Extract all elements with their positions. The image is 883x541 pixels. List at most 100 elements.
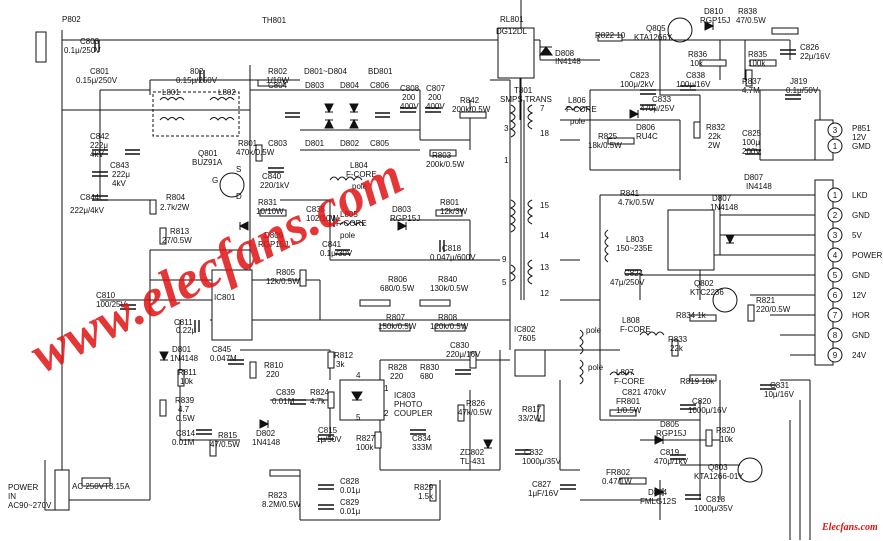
label-zd802: ZD802: [460, 448, 485, 457]
label-d807v: IN4148: [746, 182, 772, 191]
label-l802v: 0.15μ/250V: [176, 76, 218, 85]
label-d806v: RU4C: [636, 132, 658, 141]
label-c841v: 0.1μ/30V: [320, 249, 353, 258]
label-r811: R811: [178, 368, 197, 377]
connector-label-6: HOR: [852, 311, 870, 320]
label-c808a: 200: [402, 93, 416, 102]
label-r815v: 47/0.5W: [210, 440, 240, 449]
label-r836: R836: [688, 50, 708, 59]
label-c831: C831: [770, 381, 790, 390]
label-r823: R823: [268, 491, 288, 500]
label-q805: Q805: [646, 24, 666, 33]
label-r830v: 680: [420, 372, 434, 381]
label-r828v: 220: [390, 372, 404, 381]
connector-label-7: GND: [852, 331, 870, 340]
label-r820v: 10k: [720, 435, 734, 444]
connector-pin-8: 8: [833, 331, 838, 340]
label-c807a: 200: [428, 93, 442, 102]
label-r825: R825: [598, 132, 618, 141]
label-qg: G: [212, 176, 218, 185]
label-t801v: SMPS TRANS: [500, 95, 552, 104]
label-r804v: 2.7k/2W: [160, 203, 190, 212]
label-c828v: 0.01μ: [340, 486, 361, 495]
label-c834v: 333M: [412, 443, 432, 452]
capacitor-plates: [92, 40, 801, 510]
label-d807b: D807: [712, 194, 732, 203]
label-d803bv: RGP15J: [390, 214, 420, 223]
label-l803v: 150~235E: [616, 244, 653, 253]
label-c833v: 470μ/25V: [640, 104, 675, 113]
label-r839a: 4.7: [178, 405, 190, 414]
connector-labels: P802P85112VGMD31123456789LKDGND5VPOWERGN…: [8, 15, 882, 510]
label-c819: C819: [660, 448, 680, 457]
label-c834: C834: [412, 434, 432, 443]
label-r835: R835: [748, 50, 768, 59]
label-c832v: 1000μ/35V: [522, 457, 562, 466]
label-fuse: AC 250VT3.15A: [72, 482, 130, 491]
label-d805: D805: [660, 420, 680, 429]
label-r827: R827: [356, 434, 376, 443]
label-r820: R820: [716, 426, 736, 435]
label-r829: R829: [414, 483, 434, 492]
label-r841v: 4.7k/0.5W: [618, 198, 654, 207]
label-r842: R842: [460, 96, 480, 105]
label-r839b: 0.5W: [176, 414, 195, 423]
label-r813: R813: [170, 227, 190, 236]
label-d804bv: FMLG12S: [640, 497, 676, 506]
label-r829v: 1.5k: [418, 492, 434, 501]
label-tp5: 5: [502, 278, 507, 287]
label-c840v: 220/1kV: [260, 181, 290, 190]
label-r806v: 680/0.5W: [380, 284, 415, 293]
label-r821: R821: [756, 296, 776, 305]
label-l806: L806: [568, 96, 586, 105]
label-c844v: 222μ/4kV: [70, 206, 105, 215]
connector-label-3: POWER: [852, 251, 882, 260]
label-d809v: RGP15J: [258, 240, 288, 249]
label-c820v: 1000μ/16V: [688, 406, 728, 415]
label-r832: R832: [706, 123, 726, 132]
label-j819v: 0.1μ/50V: [786, 86, 819, 95]
label-tp14: 14: [540, 231, 549, 240]
label-c820: C820: [692, 397, 712, 406]
label-c843: C843: [110, 161, 130, 170]
component-bodies: [35, 27, 834, 511]
label-c824v: 47μ/250V: [610, 278, 645, 287]
connector-pin-4: 4: [833, 251, 838, 260]
label-c844: C844: [80, 193, 100, 202]
label-tp12: 12: [540, 289, 549, 298]
label-r830: R830: [420, 363, 440, 372]
label-r801b: R801: [440, 198, 460, 207]
label-tp9: 9: [502, 255, 507, 264]
label-c807: C807: [426, 84, 446, 93]
label-l805p: pole: [340, 231, 356, 240]
label-c821: C821 470kV: [622, 388, 667, 397]
label-r803: R803: [432, 151, 452, 160]
label-c829: C829: [340, 498, 360, 507]
label-r813v: 27/0.5W: [162, 236, 192, 245]
label-r837: R837: [742, 77, 762, 86]
label-r823v: 8.2M/0.5W: [262, 500, 301, 509]
label-d802: D802: [340, 139, 360, 148]
label-tp13: 13: [540, 263, 549, 272]
label-r808: R808: [438, 313, 458, 322]
connector-p851-text-1: GMD: [852, 142, 871, 151]
label-rl801v: DG12DL: [496, 27, 528, 36]
label-c818: C818: [442, 244, 462, 253]
label-r831: R831: [258, 198, 278, 207]
label-r817v: 33/2W: [518, 414, 542, 423]
label-ic801: IC801: [214, 293, 236, 302]
label-r822: R822 10: [595, 31, 626, 40]
label-c811: C811: [174, 318, 193, 327]
label-c825a: 100μ: [742, 138, 760, 147]
watermark-corner: Elecfans.com: [822, 522, 878, 533]
label-l808: L808: [622, 316, 640, 325]
label-r824: R824: [310, 388, 330, 397]
label-d802bv: 1N4148: [252, 438, 281, 447]
label-r821v: 220/0.5W: [756, 305, 791, 314]
connector-label-8: 24V: [852, 351, 867, 360]
label-l808v: F-CORE: [620, 325, 651, 334]
label-d801g: D801~D804: [304, 67, 347, 76]
label-c841: C841: [322, 240, 342, 249]
label-q801: Q801: [198, 149, 218, 158]
label-c814: C814: [176, 429, 196, 438]
